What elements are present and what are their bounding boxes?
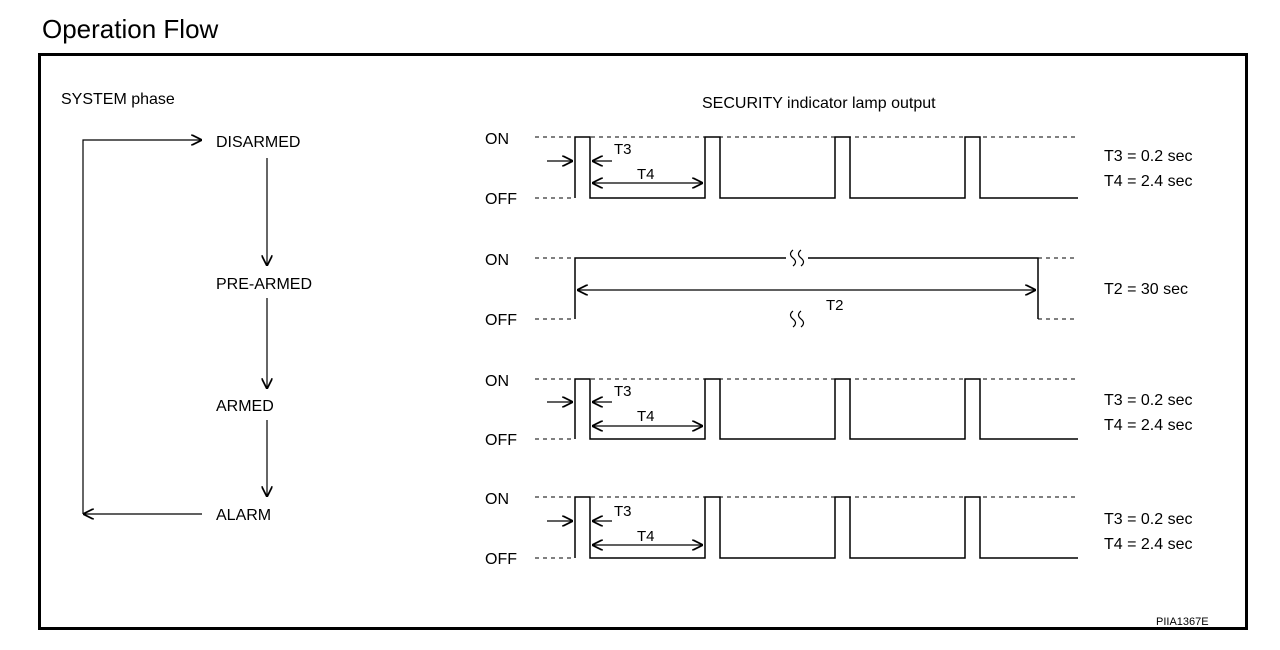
waveform-pre-armed: ON OFF T2 T2 = 30 sec: [485, 249, 1188, 329]
waveform-armed: ON OFF T3 T4 T3 = 0.2 sec T4 = 2.4 sec: [485, 373, 1193, 449]
t4-label: T4: [637, 528, 655, 545]
waveform-disarmed: ON OFF T3 T4 T3 = 0.2 sec T4 = 2.4 sec: [485, 131, 1193, 208]
system-phase-heading: SYSTEM phase: [61, 91, 175, 108]
diagram-frame: [38, 53, 1248, 630]
t2-label: T2: [826, 297, 844, 314]
arrow-return-to-disarmed: [82, 140, 202, 514]
page-title: Operation Flow: [42, 14, 219, 44]
phase-flow-arrows: [82, 140, 267, 514]
t3-label: T3: [614, 141, 632, 158]
on-label: ON: [485, 131, 509, 148]
on-label: ON: [485, 252, 509, 269]
timing-note-t3: T3 = 0.2 sec: [1104, 511, 1193, 528]
timing-note-t4: T4 = 2.4 sec: [1104, 173, 1193, 190]
t3-label: T3: [614, 503, 632, 520]
off-label: OFF: [485, 551, 517, 568]
on-label: ON: [485, 373, 509, 390]
timing-note-t3: T3 = 0.2 sec: [1104, 148, 1193, 165]
timing-note-t4: T4 = 2.4 sec: [1104, 417, 1193, 434]
timing-note-t3: T3 = 0.2 sec: [1104, 392, 1193, 409]
timing-note-t4: T4 = 2.4 sec: [1104, 536, 1193, 553]
waveform-alarm: ON OFF T3 T4 T3 = 0.2 sec T4 = 2.4 sec: [485, 491, 1193, 568]
phase-disarmed: DISARMED: [216, 134, 300, 151]
t4-label: T4: [637, 408, 655, 425]
phase-armed: ARMED: [216, 398, 274, 415]
phase-pre-armed: PRE-ARMED: [216, 276, 312, 293]
t3-label: T3: [614, 383, 632, 400]
figure-code: PIIA1367E: [1156, 616, 1209, 628]
off-label: OFF: [485, 432, 517, 449]
on-label: ON: [485, 491, 509, 508]
t4-label: T4: [637, 166, 655, 183]
phase-alarm: ALARM: [216, 507, 271, 524]
lamp-output-heading: SECURITY indicator lamp output: [702, 95, 936, 112]
timing-note-t2: T2 = 30 sec: [1104, 281, 1188, 298]
off-label: OFF: [485, 312, 517, 329]
off-label: OFF: [485, 191, 517, 208]
